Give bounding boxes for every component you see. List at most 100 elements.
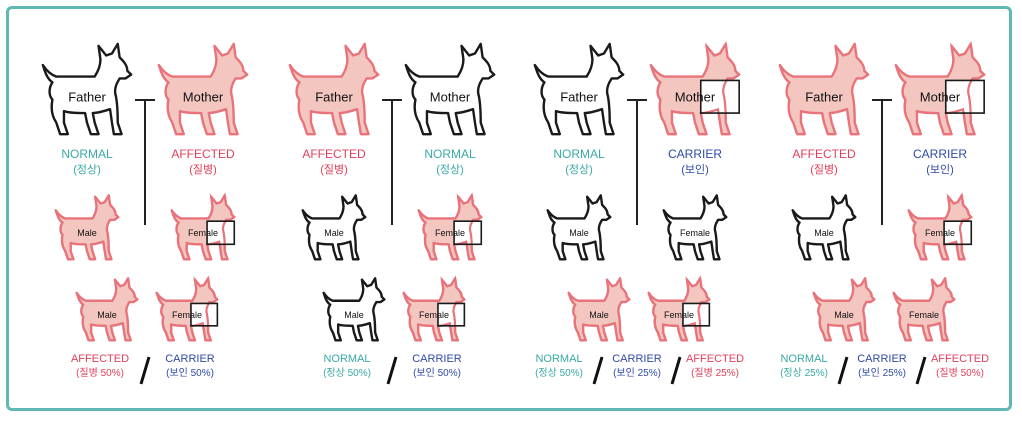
panel-3-outcome-1-label: Male — [589, 310, 609, 320]
panel-3-mother: Mother — [651, 44, 745, 134]
panel-3-mother-status: CARRIER — [668, 147, 722, 161]
panel-4-father-status-ko: (질병) — [810, 163, 838, 176]
panel-1-father-status: NORMAL — [61, 147, 113, 161]
dog-silhouette-icon — [569, 278, 630, 340]
panel-2-son: Male — [303, 195, 366, 259]
panel-2-outcome-1-label: Male — [344, 310, 364, 320]
panel-1-daughter-label: Female — [188, 228, 218, 238]
carrier-outline — [157, 278, 218, 340]
panel-3-result-3-status-ko: (질병 25%) — [691, 367, 739, 379]
dog-silhouette-icon — [535, 44, 623, 134]
carrier-box — [191, 303, 217, 325]
panel-4-result-3-status-ko: (질병 50%) — [936, 367, 984, 379]
carrier-outline — [649, 278, 710, 340]
carrier-outline — [419, 195, 482, 259]
dog-silhouette-icon — [290, 44, 378, 134]
panel-2-outcome-1: Male — [324, 278, 385, 340]
dog-silhouette-icon — [303, 195, 366, 259]
panel-4-separator-2 — [915, 356, 927, 385]
panel-4-result-1-status-ko: (정상 25%) — [780, 367, 828, 379]
panel-2-mother-status: NORMAL — [424, 147, 476, 161]
panel-4-mother-status-ko: (보인) — [926, 163, 954, 176]
panel-2-son-label: Male — [324, 228, 344, 238]
panel-3-outcome-2-label: Female — [664, 310, 694, 320]
panel-2-mother: Mother — [406, 44, 494, 134]
carrier-outline — [172, 195, 235, 259]
dog-silhouette-icon — [56, 195, 119, 259]
panel-2-result-1-status-ko: (정상 50%) — [323, 367, 371, 379]
panel-1-mother-label: Mother — [183, 90, 224, 105]
carrier-box — [683, 303, 709, 325]
panel-4-outcome-2-label: Female — [909, 310, 939, 320]
panel-2-mother-status-ko: (정상) — [436, 163, 464, 176]
panel-1-result-1-status: AFFECTED — [71, 353, 129, 365]
panel-3-son-label: Male — [569, 228, 589, 238]
panel-1-outcome-1-label: Male — [97, 310, 117, 320]
panel-2-result-2-status-ko: (보인 50%) — [413, 367, 461, 379]
carrier-outline — [404, 278, 465, 340]
panel-3-outcome-2: Female — [649, 278, 714, 340]
panel-1-result-2-status: CARRIER — [165, 353, 215, 365]
panel-4-outcome-2: Female — [894, 278, 955, 340]
panel-3-separator-1 — [592, 356, 604, 385]
panel-1-father-label: Father — [68, 90, 106, 105]
dog-silhouette-icon — [894, 278, 955, 340]
dog-silhouette-icon — [77, 278, 138, 340]
panel-4-daughter: Female — [909, 195, 976, 259]
panel-3-mother-status-ko: (보인) — [681, 163, 709, 176]
panel-4-mother: Mother — [896, 44, 990, 134]
panel-4-outcome-1: Male — [814, 278, 875, 340]
panel-4-daughter-label: Female — [925, 228, 955, 238]
dog-silhouette-icon — [159, 44, 247, 134]
carrier-outline — [896, 44, 984, 134]
panel-1-son: Male — [56, 195, 119, 259]
carrier-box — [207, 221, 234, 244]
panel-3-result-1-status: NORMAL — [535, 353, 582, 365]
dog-silhouette-icon — [324, 278, 385, 340]
panel-3-father: Father — [535, 44, 623, 134]
panel-3-daughter: Female — [664, 195, 727, 259]
panel-2-father: Father — [290, 44, 378, 134]
panel-1-father-status-ko: (정상) — [73, 163, 101, 176]
panel-3-father-label: Father — [560, 90, 598, 105]
panel-3-result-1-status-ko: (정상 50%) — [535, 367, 583, 379]
panel-2-separator-1 — [386, 356, 398, 385]
panel-1-result-1-status-ko: (질병 50%) — [76, 367, 124, 379]
panel-2-outcome-2-label: Female — [419, 310, 449, 320]
panel-3-separator-2 — [670, 356, 682, 385]
panel-4-outcome-1-label: Male — [834, 310, 854, 320]
carrier-outline — [909, 195, 972, 259]
panel-3-result-3-status: AFFECTED — [686, 353, 744, 365]
dog-silhouette-icon — [548, 195, 611, 259]
panel-4-result-3-status: AFFECTED — [931, 353, 989, 365]
panel-4-result-1-status: NORMAL — [780, 353, 827, 365]
panel-1-separator-1 — [139, 356, 151, 385]
panel-3-son: Male — [548, 195, 611, 259]
panel-2-result-1-status: NORMAL — [323, 353, 370, 365]
panel-4-father-label: Father — [805, 90, 843, 105]
panel-2-daughter: Female — [419, 195, 486, 259]
carrier-box — [438, 303, 464, 325]
panel-3-result-2-status-ko: (보인 25%) — [613, 367, 661, 379]
carrier-box — [454, 221, 481, 244]
carrier-box — [944, 221, 971, 244]
panel-2-outcome-2: Female — [404, 278, 469, 340]
panel-4-mother-label: Mother — [920, 90, 961, 105]
panel-1-son-label: Male — [77, 228, 97, 238]
panel-4-father-status: AFFECTED — [792, 147, 856, 161]
panel-3-result-2-status: CARRIER — [612, 353, 662, 365]
panel-1-mother: Mother — [159, 44, 247, 134]
panel-2-father-status: AFFECTED — [302, 147, 366, 161]
carrier-box — [946, 80, 984, 113]
panel-1-outcome-1: Male — [77, 278, 138, 340]
dog-silhouette-icon — [793, 195, 856, 259]
panel-1-result-2-status-ko: (보인 50%) — [166, 367, 214, 379]
panel-4-separator-1 — [837, 356, 849, 385]
panel-2-daughter-label: Female — [435, 228, 465, 238]
dog-silhouette-icon — [780, 44, 868, 134]
panel-3-father-status-ko: (정상) — [565, 163, 593, 176]
panel-4-mother-status: CARRIER — [913, 147, 967, 161]
carrier-outline — [651, 44, 739, 134]
panel-3-outcome-1: Male — [569, 278, 630, 340]
panel-4-son-label: Male — [814, 228, 834, 238]
